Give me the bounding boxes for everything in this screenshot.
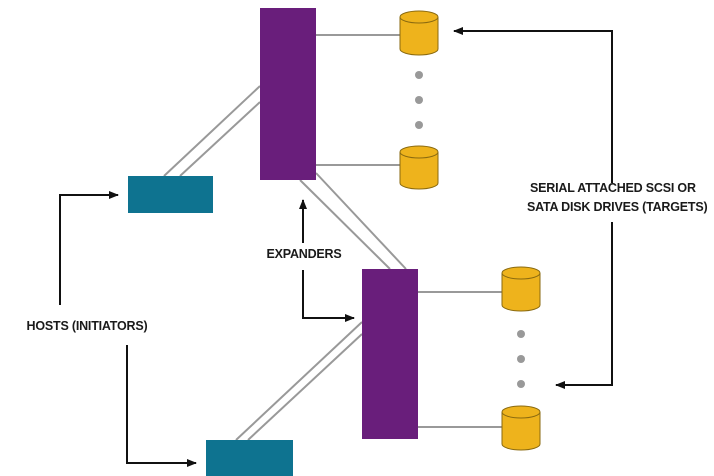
expander-a: [260, 8, 316, 180]
link-expander-a-expander-b: [315, 172, 407, 270]
host-a: [128, 176, 213, 213]
link-host-a-expander-a: [179, 101, 261, 177]
link-host-a-expander-a: [163, 85, 261, 177]
disk-4: [501, 405, 541, 451]
expander-b: [362, 269, 418, 439]
links: [163, 34, 508, 441]
ellipsis-upper: [415, 71, 423, 129]
arrow-to-host-a: [59, 191, 119, 305]
disk-1: [399, 10, 439, 56]
hosts-label: HOSTS (INITIATORS): [26, 319, 148, 333]
link-host-b-expander-b: [247, 333, 363, 441]
disk-2: [399, 145, 439, 190]
arrow-to-upper-disks: [453, 27, 613, 183]
targets-label-line2: SATA DISK DRIVES (TARGETS): [527, 200, 708, 214]
expanders-label: EXPANDERS: [266, 247, 342, 261]
arrows: [59, 27, 613, 467]
link-host-b-expander-b: [235, 321, 363, 441]
link-expander-a-expander-b: [299, 179, 391, 270]
host-b: [206, 440, 293, 476]
ellipsis-lower: [517, 330, 525, 388]
arrow-to-expander-b: [302, 270, 355, 322]
arrow-to-lower-disks: [555, 222, 613, 389]
arrow-to-host-b: [126, 345, 197, 467]
disk-3: [501, 266, 541, 312]
targets-label-line1: SERIAL ATTACHED SCSI OR: [530, 181, 696, 195]
